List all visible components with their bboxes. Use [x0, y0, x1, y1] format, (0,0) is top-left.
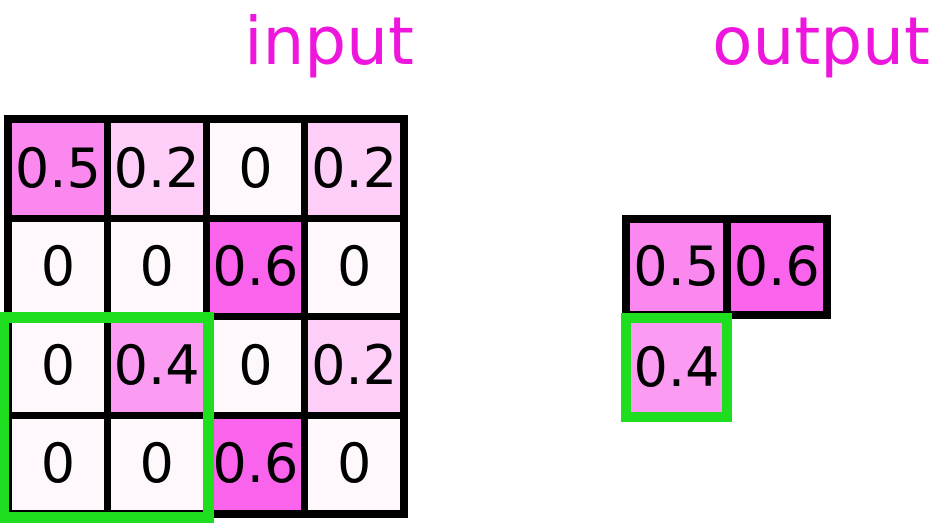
- input-cell-r1c3: 0: [209, 123, 302, 215]
- input-cell-r3c2: 0.4: [110, 320, 203, 412]
- output-title: output: [712, 3, 930, 80]
- input-cell-r4c3: 0.6: [209, 418, 302, 510]
- input-cell-r3c1: 0: [12, 320, 104, 412]
- input-grid: 0.5 0.2 0 0.2 0 0 0.6 0 0 0.4 0 0.2 0 0 …: [4, 115, 408, 518]
- input-title: input: [244, 3, 414, 80]
- input-cell-r3c3: 0: [209, 320, 302, 412]
- output-grid: 0.5 0.6: [622, 215, 831, 319]
- input-cell-r4c4: 0: [308, 418, 400, 510]
- input-cell-r1c2: 0.2: [110, 123, 203, 215]
- input-cell-r1c1: 0.5: [12, 123, 104, 215]
- input-cell-r4c1: 0: [12, 418, 104, 510]
- input-cell-r3c4: 0.2: [308, 320, 400, 412]
- output-cell-r1c1: 0.5: [630, 223, 723, 311]
- input-cell-r2c4: 0: [308, 221, 400, 313]
- input-cell-r4c2: 0: [110, 418, 203, 510]
- output-cell-r1c2: 0.6: [730, 223, 823, 311]
- input-cell-r2c2: 0: [110, 221, 203, 313]
- input-cell-r2c3: 0.6: [209, 221, 302, 313]
- input-cell-r1c4: 0.2: [308, 123, 400, 215]
- pooling-window-highlight: [0, 312, 214, 523]
- output-cell-highlighted: 0.4: [621, 313, 732, 422]
- input-cell-r2c1: 0: [12, 221, 104, 313]
